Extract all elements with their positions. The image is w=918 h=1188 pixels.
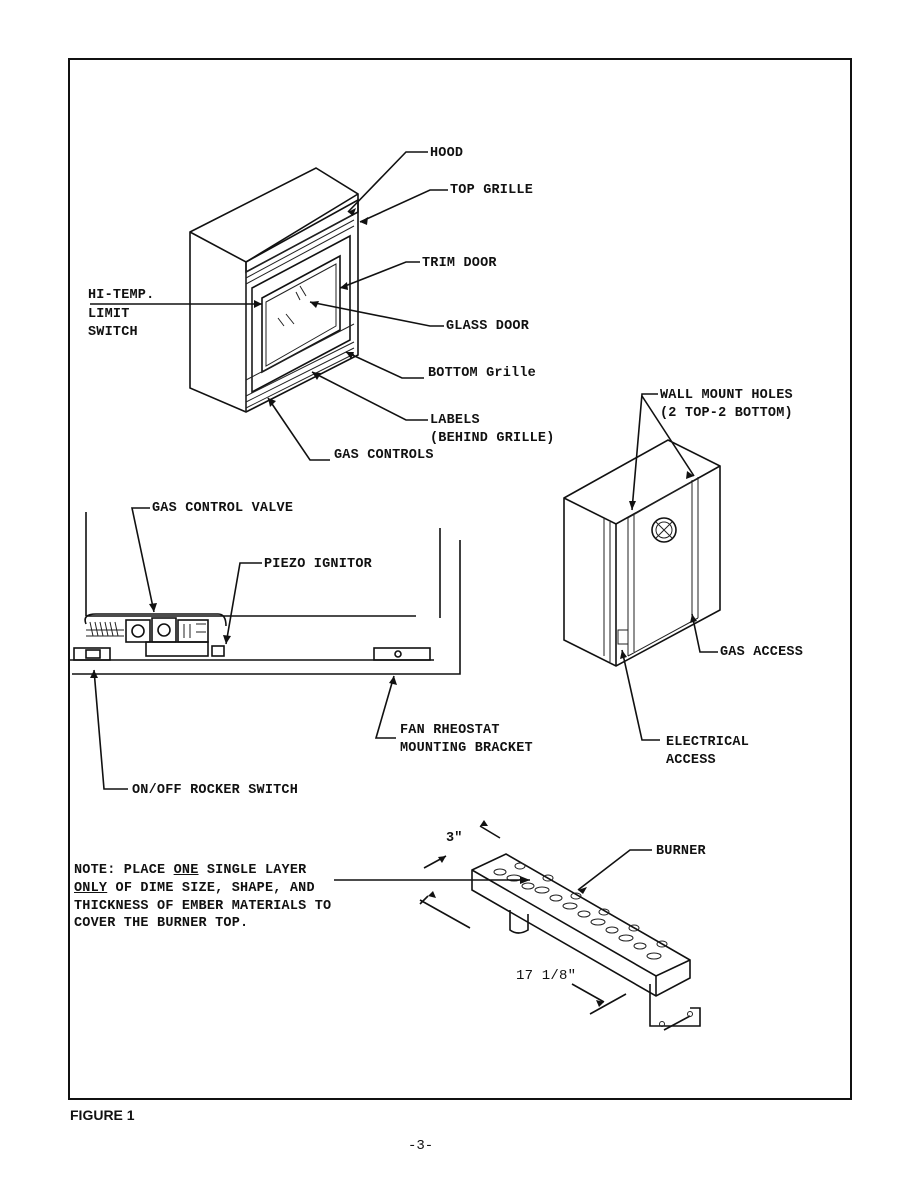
label-fan-rheostat-line1: FAN RHEOSTAT — [400, 723, 500, 738]
label-hi-temp-line3: SWITCH — [88, 325, 138, 340]
label-rocker-switch: ON/OFF ROCKER SWITCH — [132, 783, 299, 798]
fireplace-callouts — [90, 151, 448, 461]
label-hood: HOOD — [430, 146, 464, 161]
label-dim-width: 3" — [446, 831, 463, 846]
page-number: -3- — [408, 1138, 434, 1154]
label-top-grille: TOP GRILLE — [450, 183, 534, 198]
burner-drawing — [471, 853, 701, 1031]
label-hi-temp-line2: LIMIT — [88, 307, 130, 322]
label-gas-controls: GAS CONTROLS — [334, 448, 434, 463]
label-gas-control-valve: GAS CONTROL VALVE — [152, 501, 294, 516]
wall-mount-callouts — [620, 393, 718, 741]
figure-frame — [68, 58, 852, 1100]
label-glass-door: GLASS DOOR — [446, 319, 530, 334]
note-line1-a: NOTE: PLACE — [74, 863, 174, 878]
figure-caption: FIGURE 1 — [70, 1107, 135, 1123]
note-line2: ONLY OF DIME SIZE, SHAPE, AND — [74, 880, 315, 897]
control-callouts — [90, 507, 397, 790]
burner-dimensions — [334, 820, 652, 1015]
label-wall-mount-line2: (2 TOP-2 BOTTOM) — [660, 406, 793, 421]
label-labels-line2: (BEHIND GRILLE) — [430, 431, 555, 446]
label-gas-access: GAS ACCESS — [720, 645, 804, 660]
note-line2-b: OF DIME SIZE, SHAPE, AND — [107, 881, 315, 896]
label-wall-mount-line1: WALL MOUNT HOLES — [660, 388, 793, 403]
note-line1: NOTE: PLACE ONE SINGLE LAYER — [74, 862, 306, 879]
note-line1-c: SINGLE LAYER — [198, 863, 307, 878]
label-piezo-ignitor: PIEZO IGNITOR — [264, 557, 372, 572]
label-electrical-line2: ACCESS — [666, 753, 716, 768]
label-burner: BURNER — [656, 844, 706, 859]
note-line4: COVER THE BURNER TOP. — [74, 916, 249, 931]
note-line3: THICKNESS OF EMBER MATERIALS TO — [74, 899, 332, 914]
label-hi-temp-line1: HI-TEMP. — [88, 288, 155, 303]
control-drawing — [70, 512, 461, 675]
label-labels-line1: LABELS — [430, 413, 480, 428]
fireplace-drawing — [189, 167, 359, 413]
label-dim-length: 17 1/8" — [516, 968, 577, 984]
note-line2-a: ONLY — [74, 881, 108, 896]
wall-mount-box-drawing — [563, 439, 721, 667]
label-fan-rheostat-line2: MOUNTING BRACKET — [400, 741, 533, 756]
label-electrical-line1: ELECTRICAL — [666, 735, 750, 750]
label-trim-door: TRIM DOOR — [422, 256, 497, 271]
note-line1-b: ONE — [173, 863, 199, 878]
label-bottom-grille: BOTTOM Grille — [428, 366, 536, 381]
